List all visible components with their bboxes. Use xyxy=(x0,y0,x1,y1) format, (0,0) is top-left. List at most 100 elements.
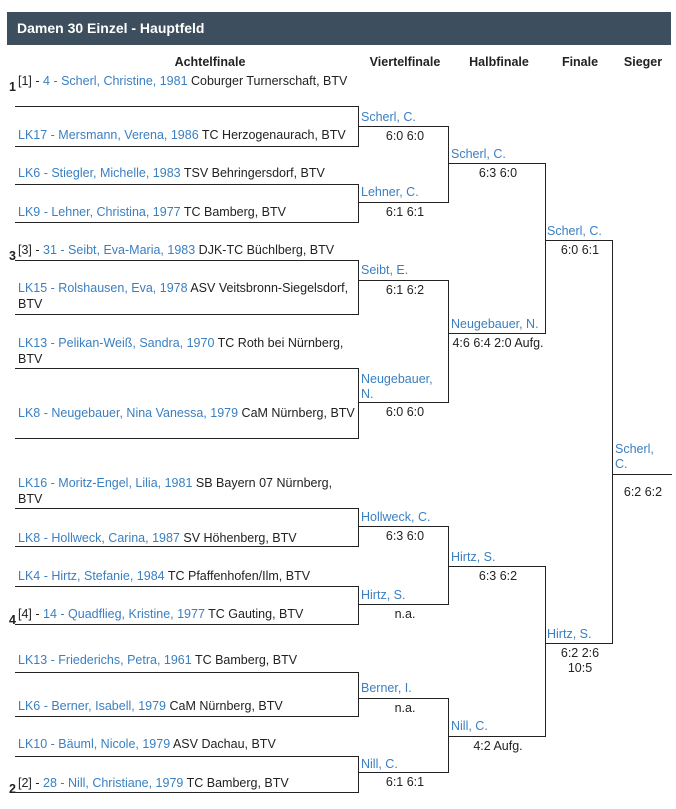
bracket-line xyxy=(448,526,449,605)
bracket-line xyxy=(15,672,359,673)
sf-score: 6:3 6:0 xyxy=(478,166,518,180)
column-halbfinale: Halbfinale xyxy=(469,55,529,69)
qf-winner-name[interactable]: Hirtz, S. xyxy=(361,588,406,602)
club-name: SV Höhenberg, BTV xyxy=(179,531,297,545)
player-link[interactable]: LK8 - Neugebauer, Nina Vanessa, 1979 xyxy=(18,406,239,420)
bracket-line xyxy=(15,586,359,587)
sf-winner-name[interactable]: Scherl, C. xyxy=(451,147,506,161)
bracket-line xyxy=(546,643,613,644)
qf-score: n.a. xyxy=(394,607,416,621)
entry-row: LK6 - Berner, Isabell, 1979 CaM Nürnberg… xyxy=(18,698,358,714)
seed-label: [2] - xyxy=(18,776,44,790)
qf-winner-name[interactable]: Seibt, E. xyxy=(361,263,409,277)
bracket-line xyxy=(358,508,359,547)
sf-winner-name[interactable]: Hirtz, S. xyxy=(451,550,496,564)
player-link[interactable]: LK6 - Berner, Isabell, 1979 xyxy=(18,699,167,713)
final-winner-name[interactable]: Scherl, C. xyxy=(547,224,602,238)
qf-winner-name[interactable]: Lehner, C. xyxy=(361,185,419,199)
bracket-line xyxy=(358,368,359,439)
bracket-line xyxy=(358,106,359,147)
bracket-line xyxy=(15,184,359,185)
player-link[interactable]: 14 - Quadflieg, Kristine, 1977 xyxy=(43,607,205,621)
bracket-line xyxy=(359,280,449,281)
bracket-line xyxy=(358,586,359,625)
seed-label: [1] - xyxy=(18,74,44,88)
bracket-line xyxy=(612,240,613,644)
bracket-line xyxy=(359,604,449,605)
column-viertelfinale: Viertelfinale xyxy=(369,55,441,69)
bracket-line xyxy=(449,736,546,737)
bracket-line xyxy=(358,260,359,315)
qf-winner-name[interactable]: Nill, C. xyxy=(361,757,398,771)
qf-winner-name[interactable]: Hollweck, C. xyxy=(361,510,431,524)
bracket-line xyxy=(15,508,359,509)
sf-winner-name[interactable]: Neugebauer, N. xyxy=(451,317,539,331)
bracket-line xyxy=(359,526,449,527)
player-link[interactable]: 4 - Scherl, Christine, 1981 xyxy=(43,74,188,88)
qf-winner-name[interactable]: Berner, I. xyxy=(361,681,412,695)
player-link[interactable]: LK13 - Friederichs, Petra, 1961 xyxy=(18,653,192,667)
bracket-line xyxy=(15,546,359,547)
seed-number: 1 xyxy=(9,80,16,94)
player-link[interactable]: LK10 - Bäuml, Nicole, 1979 xyxy=(18,737,171,751)
entry-row: [4] - 14 - Quadflieg, Kristine, 1977 TC … xyxy=(18,606,358,622)
club-name: TC Bamberg, BTV xyxy=(183,776,289,790)
bracket-line xyxy=(15,438,359,439)
qf-score: 6:0 6:0 xyxy=(385,129,425,143)
player-link[interactable]: LK6 - Stiegler, Michelle, 1983 xyxy=(18,166,181,180)
column-achtelfinale: Achtelfinale xyxy=(174,55,246,69)
entry-row: [1] - 4 - Scherl, Christine, 1981 Coburg… xyxy=(18,73,358,89)
draw-title: Damen 30 Einzel - Hauptfeld xyxy=(7,12,671,45)
entry-row: LK9 - Lehner, Christina, 1977 TC Bamberg… xyxy=(18,204,358,220)
champion-name[interactable]: Scherl, C. xyxy=(615,442,654,471)
sf-winner-name[interactable]: Nill, C. xyxy=(451,719,488,733)
club-name: ASV Dachau, BTV xyxy=(170,737,276,751)
entry-row: [2] - 28 - Nill, Christiane, 1979 TC Bam… xyxy=(18,775,358,791)
player-link[interactable]: LK13 - Pelikan-Weiß, Sandra, 1970 xyxy=(18,336,215,350)
seed-label: [3] - xyxy=(18,243,44,257)
entry-row: LK10 - Bäuml, Nicole, 1979 ASV Dachau, B… xyxy=(18,736,358,752)
bracket-line xyxy=(359,126,449,127)
entry-row: LK13 - Pelikan-Weiß, Sandra, 1970 TC Rot… xyxy=(18,335,358,367)
player-link[interactable]: LK9 - Lehner, Christina, 1977 xyxy=(18,205,181,219)
seed-number: 3 xyxy=(9,249,16,263)
entry-row: LK15 - Rolshausen, Eva, 1978 ASV Veitsbr… xyxy=(18,280,358,312)
bracket-line xyxy=(358,756,359,793)
entry-row: LK8 - Neugebauer, Nina Vanessa, 1979 CaM… xyxy=(18,405,358,421)
club-name: TC Bamberg, BTV xyxy=(191,653,298,667)
bracket-line xyxy=(359,402,449,403)
column-finale: Finale xyxy=(561,55,599,69)
entry-row: LK8 - Hollweck, Carina, 1987 SV Höhenber… xyxy=(18,530,358,546)
bracket-line xyxy=(545,163,546,334)
bracket-line xyxy=(359,202,449,203)
qf-score: 6:1 6:1 xyxy=(385,205,425,219)
player-link[interactable]: 31 - Seibt, Eva-Maria, 1983 xyxy=(43,243,196,257)
player-link[interactable]: LK17 - Mersmann, Verena, 1986 xyxy=(18,128,199,142)
final-score: 6:0 6:1 xyxy=(560,243,600,257)
champion-score: 6:2 6:2 xyxy=(623,485,663,499)
player-link[interactable]: LK8 - Hollweck, Carina, 1987 xyxy=(18,531,180,545)
club-name: TSV Behringersdorf, BTV xyxy=(180,166,325,180)
bracket-line xyxy=(15,624,359,625)
qf-score: 6:0 6:0 xyxy=(385,405,425,419)
column-sieger: Sieger xyxy=(623,55,663,69)
player-link[interactable]: 28 - Nill, Christiane, 1979 xyxy=(43,776,184,790)
qf-score: 6:3 6:0 xyxy=(385,529,425,543)
entry-row: LK4 - Hirtz, Stefanie, 1984 TC Pfaffenho… xyxy=(18,568,358,584)
club-name: CaM Nürnberg, BTV xyxy=(238,406,355,420)
player-link[interactable]: LK4 - Hirtz, Stefanie, 1984 xyxy=(18,569,165,583)
bracket-line xyxy=(15,792,359,793)
bracket-line xyxy=(15,106,359,107)
player-link[interactable]: LK15 - Rolshausen, Eva, 1978 xyxy=(18,281,188,295)
qf-winner-name[interactable]: Scherl, C. xyxy=(361,110,416,124)
entry-row: LK6 - Stiegler, Michelle, 1983 TSV Behri… xyxy=(18,165,358,181)
club-name: SB Bayern 07 Nürnberg, BTV xyxy=(18,476,333,506)
bracket-line xyxy=(449,566,546,567)
bracket-line xyxy=(15,368,359,369)
qf-winner-name[interactable]: Neugebauer, N. xyxy=(361,372,433,401)
player-link[interactable]: LK16 - Moritz-Engel, Lilia, 1981 xyxy=(18,476,193,490)
seed-number: 2 xyxy=(9,782,16,796)
sf-score: 6:3 6:2 xyxy=(478,569,518,583)
final-winner-name[interactable]: Hirtz, S. xyxy=(547,627,592,641)
bracket-line xyxy=(613,474,672,475)
